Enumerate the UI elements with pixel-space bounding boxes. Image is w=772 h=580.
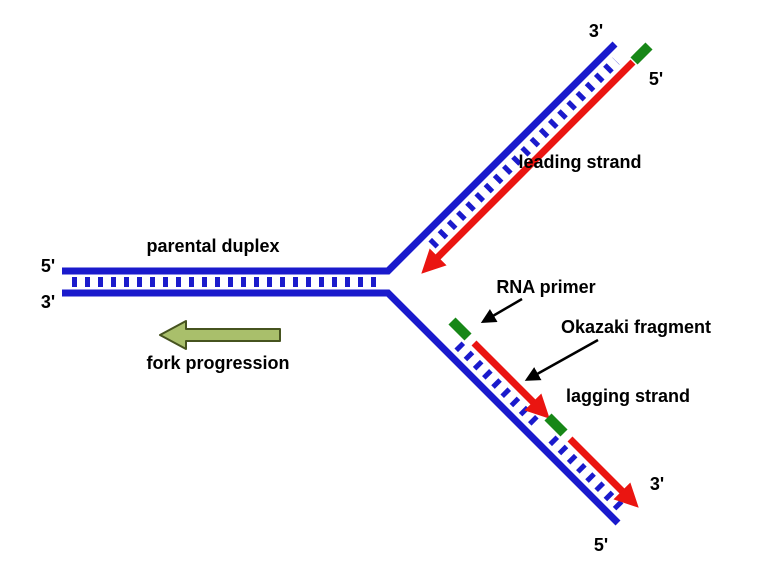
fork-progression-label: fork progression — [146, 353, 289, 373]
okazaki-fragment-label: Okazaki fragment — [561, 317, 711, 337]
fork-progression-arrow — [159, 320, 281, 350]
leading-strand-rna-primer — [630, 42, 653, 65]
lagging-template-5prime-label: 5' — [594, 535, 608, 555]
okazaki2-rna-primer — [544, 413, 568, 437]
okazaki1-rna-primer — [448, 317, 472, 341]
okazaki-fragment-2 — [567, 436, 639, 508]
parental-top-strand — [62, 41, 618, 275]
okazaki2-base-pair-rungs — [548, 435, 629, 516]
leading-strand-label: leading strand — [518, 152, 641, 172]
parental-duplex-label: parental duplex — [146, 236, 279, 256]
parental-bottom-strand — [62, 289, 621, 526]
okazaki1-base-pair-rungs — [454, 341, 540, 427]
rna-primer-pointer — [480, 297, 523, 324]
lagging-strand-label: lagging strand — [566, 386, 690, 406]
leading-strand-new — [421, 59, 636, 274]
leading-template-3prime-label: 3' — [589, 21, 603, 41]
lagging-new-3prime-label: 3' — [650, 474, 664, 494]
leading-new-5prime-label: 5' — [649, 69, 663, 89]
leading-base-pair-rungs — [428, 57, 620, 249]
okazaki-fragment-1 — [471, 340, 550, 419]
okazaki-fragment-pointer — [524, 338, 599, 381]
parental-bottom-3prime-label: 3' — [41, 292, 55, 312]
parental-top-5prime-label: 5' — [41, 256, 55, 276]
rna-primer-label: RNA primer — [496, 277, 595, 297]
